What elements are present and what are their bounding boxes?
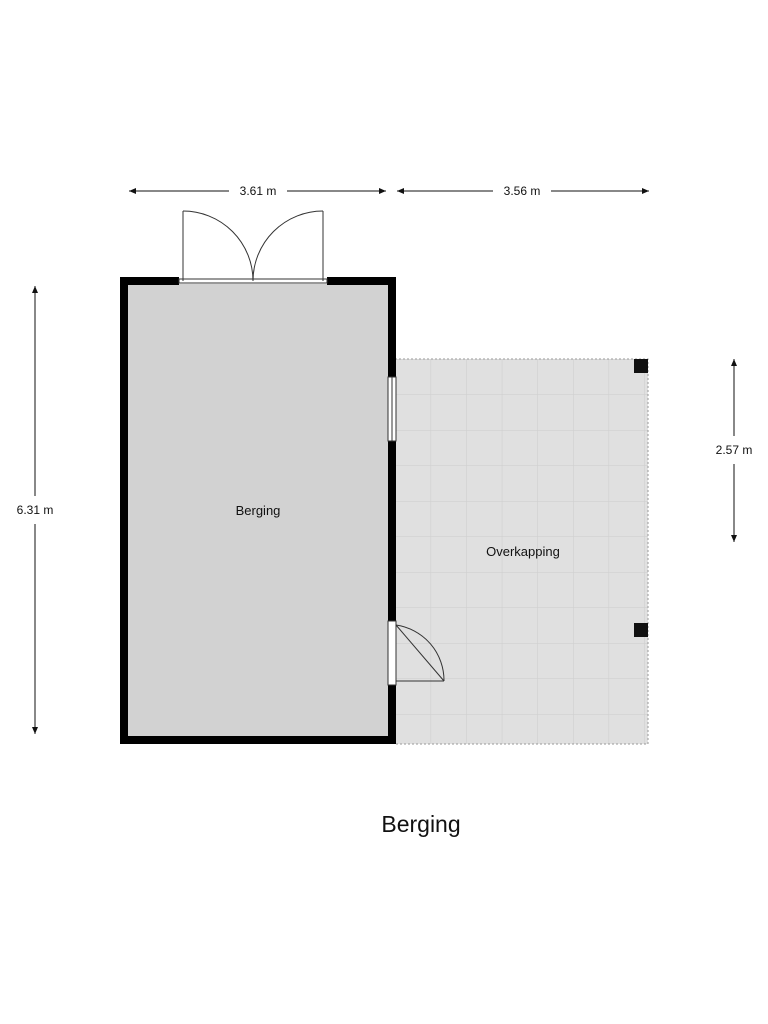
dimension-lines	[32, 188, 737, 734]
dimension-top-right: 3.56 m	[504, 184, 541, 198]
room-label-berging: Berging	[236, 503, 281, 518]
side-door	[387, 620, 445, 686]
berging-room-floor	[127, 284, 388, 737]
window	[387, 376, 397, 442]
room-label-overkapping: Overkapping	[486, 544, 560, 559]
double-door	[178, 210, 328, 284]
overkapping-area	[394, 358, 649, 745]
dimension-right-height: 2.57 m	[716, 443, 753, 457]
support-post-top	[634, 359, 648, 373]
floor-title: Berging	[381, 811, 460, 837]
dimension-top-left: 3.61 m	[240, 184, 277, 198]
dimension-left-height: 6.31 m	[17, 503, 54, 517]
walls	[120, 277, 396, 744]
support-post-middle	[634, 623, 648, 637]
